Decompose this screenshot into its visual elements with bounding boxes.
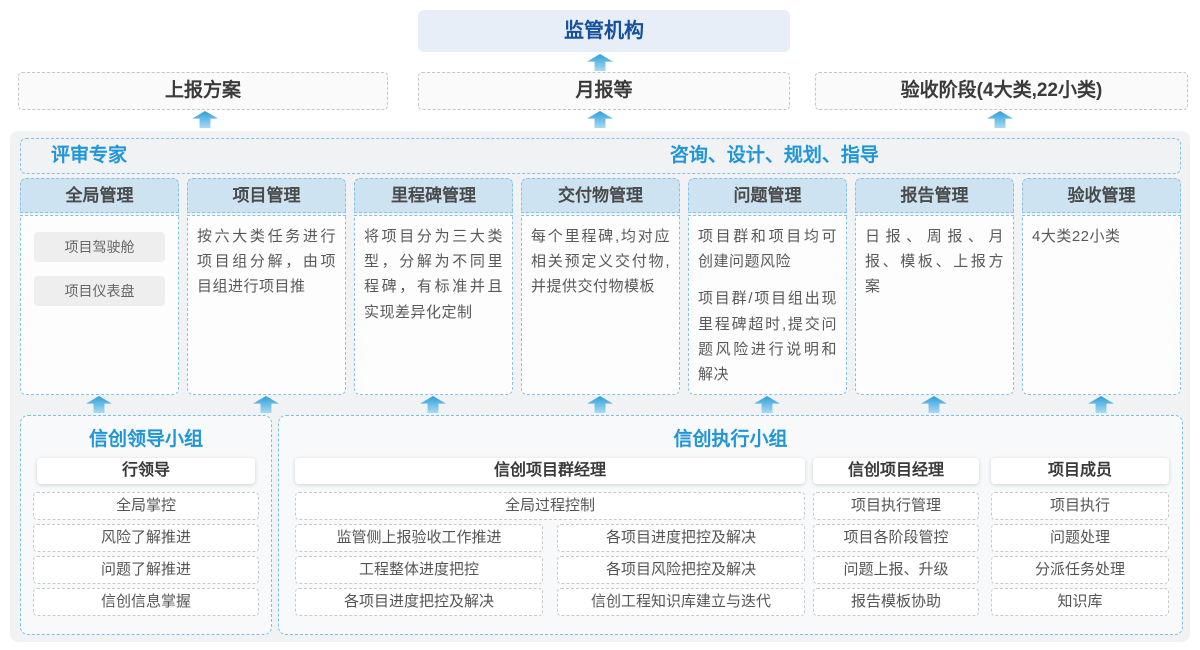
column-paragraph: 项目群/项目组出现里程碑超时,提交问题风险进行说明和解决 [698,290,837,383]
member-item: 项目执行 [991,492,1169,520]
report-plan-label: 上报方案 [164,80,241,101]
up-arrow-icon [192,111,218,128]
column-title: 项目管理 [187,178,346,213]
monthly-report-label: 月报等 [575,80,633,101]
up-arrow-icon [587,111,613,128]
column-paragraph: 每个里程碑,均对应相关预定义交付物,并提供交付物模板 [531,228,670,296]
up-arrow-icon [253,396,279,413]
column-body: 项目驾驶舱 项目仪表盘 [20,215,179,395]
column-deliverable-mgmt: 交付物管理 每个里程碑,均对应相关预定义交付物,并提供交付物模板 [521,178,680,395]
column-global-mgmt: 全局管理 项目驾驶舱 项目仪表盘 [20,178,179,395]
member-item: 分派任务处理 [991,556,1169,584]
up-arrow-icon [420,396,446,413]
report-plan-box: 上报方案 [18,72,388,110]
role-header-member: 项目成员 [991,458,1169,484]
member-item: 知识库 [991,588,1169,616]
column-paragraph: 将项目分为三大类型，分解为不同里程碑，有标准并且实现差异化定制 [364,228,503,321]
project-manager-item: 项目执行管理 [813,492,979,520]
program-manager-item: 监管侧上报验收工作推进 [295,524,543,552]
acceptance-stage-label: 验收阶段(4大类,22小类) [900,80,1103,101]
column-body: 日报、周报、月报、模板、上报方案 [855,215,1014,395]
item-global-process-control: 全局过程控制 [295,492,805,520]
role-header-program-manager: 信创项目群经理 [295,458,805,484]
member-section: 项目成员 项目执行 问题处理 分派任务处理 知识库 [991,416,1169,634]
column-title: 里程碑管理 [354,178,513,213]
role-header-bank-leader: 行领导 [37,458,255,484]
column-issue-mgmt: 问题管理 项目群和项目均可创建问题风险 项目群/项目组出现里程碑超时,提交问题风… [688,178,847,395]
project-manager-section: 信创项目经理 项目执行管理 项目各阶段管控 问题上报、升级 报告模板协助 [813,416,979,634]
column-body: 4大类22小类 [1022,215,1181,395]
regulator-box: 监管机构 [418,10,790,52]
leader-item: 信创信息掌握 [33,588,259,616]
up-arrow-icon [86,396,112,413]
column-body: 每个里程碑,均对应相关预定义交付物,并提供交付物模板 [521,215,680,395]
management-panel: 评审专家 咨询、设计、规划、指导 全局管理 项目驾驶舱 项目仪表盘 项目管理 按… [10,131,1190,642]
program-manager-item: 各项目进度把控及解决 [557,524,805,552]
column-title: 全局管理 [20,178,179,213]
regulator-label: 监管机构 [564,20,644,42]
up-arrow-icon [987,111,1013,128]
chip-project-cockpit: 项目驾驶舱 [34,232,165,262]
column-milestone-mgmt: 里程碑管理 将项目分为三大类型，分解为不同里程碑，有标准并且实现差异化定制 [354,178,513,395]
leader-item: 问题了解推进 [33,556,259,584]
exec-group-box: 信创执行小组 信创项目群经理 全局过程控制 监管侧上报验收工作推进 工程整体进度… [278,415,1183,635]
chip-project-dashboard: 项目仪表盘 [34,276,165,306]
column-title: 报告管理 [855,178,1014,213]
project-manager-item: 报告模板协助 [813,588,979,616]
up-arrow-icon [754,396,780,413]
column-title: 问题管理 [688,178,847,213]
up-arrow-icon [1088,396,1114,413]
consulting-guidance-label: 咨询、设计、规划、指导 [669,145,879,166]
column-body: 按六大类任务进行项目组分解，由项目组进行项目推 [187,215,346,395]
role-header-project-manager: 信创项目经理 [813,458,979,484]
review-experts-label: 评审专家 [51,145,128,166]
column-body: 将项目分为三大类型，分解为不同里程碑，有标准并且实现差异化定制 [354,215,513,395]
column-title: 交付物管理 [521,178,680,213]
program-manager-item: 各项目风险把控及解决 [557,556,805,584]
program-manager-item: 信创工程知识库建立与迭代 [557,588,805,616]
exec-group-title: 信创执行小组 [673,429,788,450]
column-paragraph: 项目群和项目均可创建问题风险 [698,228,837,271]
program-manager-item: 工程整体进度把控 [295,556,543,584]
member-item: 问题处理 [991,524,1169,552]
leader-item: 风险了解推进 [33,524,259,552]
up-arrow-icon [921,396,947,413]
panel-header: 评审专家 咨询、设计、规划、指导 [20,138,1181,174]
column-acceptance-mgmt: 验收管理 4大类22小类 [1022,178,1181,395]
project-manager-item: 问题上报、升级 [813,556,979,584]
acceptance-stage-box: 验收阶段(4大类,22小类) [815,72,1188,110]
column-body: 项目群和项目均可创建问题风险 项目群/项目组出现里程碑超时,提交问题风险进行说明… [688,215,847,395]
column-paragraph: 4大类22小类 [1032,228,1121,245]
program-manager-item: 各项目进度把控及解决 [295,588,543,616]
program-manager-section: 信创项目群经理 全局过程控制 监管侧上报验收工作推进 工程整体进度把控 各项目进… [295,416,805,634]
column-report-mgmt: 报告管理 日报、周报、月报、模板、上报方案 [855,178,1014,395]
up-arrow-icon [587,54,613,71]
column-title: 验收管理 [1022,178,1181,213]
up-arrow-icon [587,396,613,413]
leader-group-title: 信创领导小组 [88,429,203,450]
column-paragraph: 按六大类任务进行项目组分解，由项目组进行项目推 [197,228,336,296]
monthly-report-box: 月报等 [418,72,790,110]
column-project-mgmt: 项目管理 按六大类任务进行项目组分解，由项目组进行项目推 [187,178,346,395]
leader-group-box: 信创领导小组 行领导 全局掌控 风险了解推进 问题了解推进 信创信息掌握 [20,415,272,635]
leader-item: 全局掌控 [33,492,259,520]
column-paragraph: 日报、周报、月报、模板、上报方案 [865,228,1004,296]
project-manager-item: 项目各阶段管控 [813,524,979,552]
